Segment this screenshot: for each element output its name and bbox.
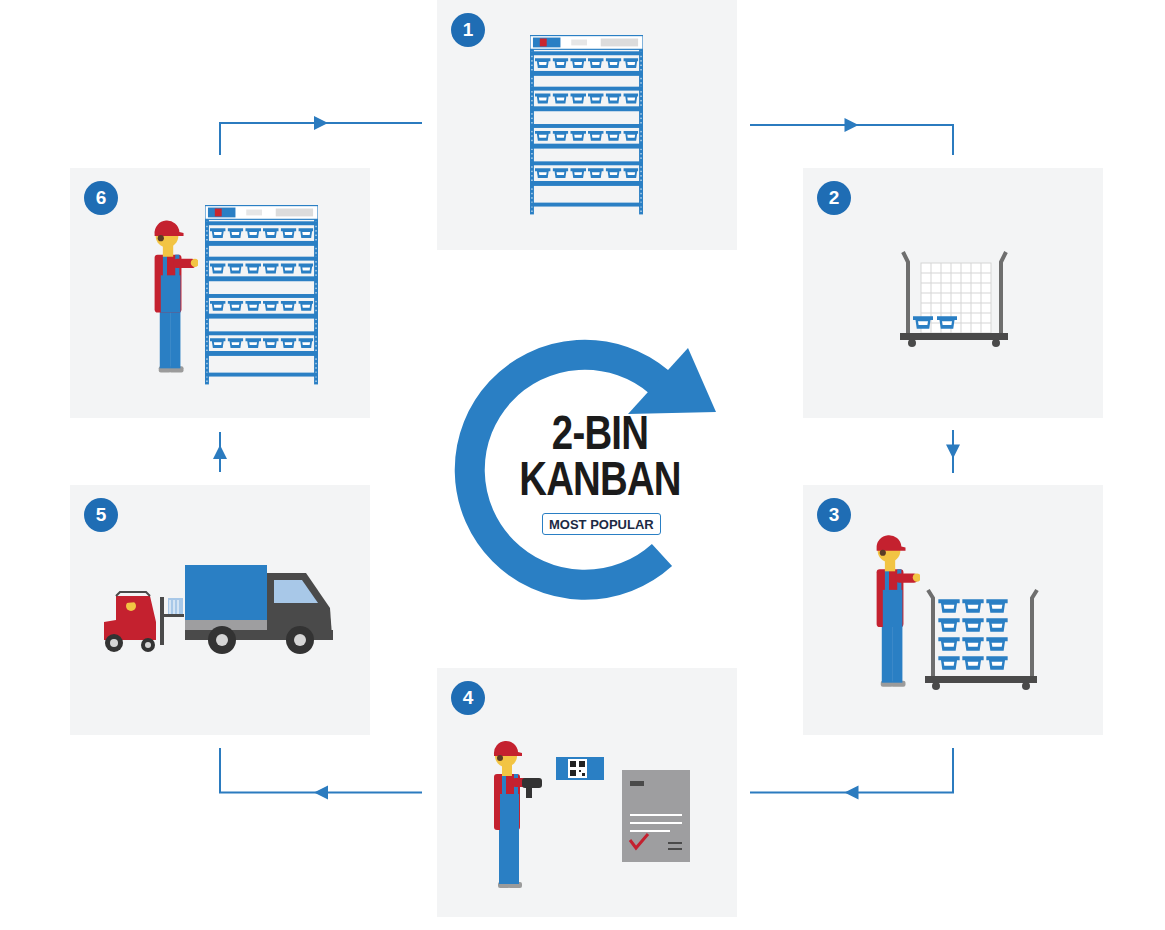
- flow-connector: [750, 748, 953, 800]
- callout-number: 1: [451, 13, 485, 47]
- arrow-head: [845, 786, 859, 800]
- step-panel: 2: [803, 168, 1103, 418]
- step-panel: 4: [437, 668, 737, 917]
- arrow-head: [946, 445, 960, 459]
- flow-connector: [946, 430, 960, 473]
- badge-text: MOST POPULAR: [549, 517, 654, 532]
- arrow-head: [845, 118, 859, 132]
- callout-number: 6: [84, 181, 118, 215]
- arrow-head: [213, 445, 227, 459]
- arrow-head: [314, 786, 328, 800]
- flow-connector: [213, 432, 227, 472]
- flow-connector: [220, 748, 422, 800]
- badge-box: MOST POPULAR: [542, 513, 661, 535]
- connector-line: [750, 748, 953, 793]
- connector-line: [750, 125, 953, 155]
- callout-number: 4: [451, 681, 485, 715]
- step-panel: 1: [437, 0, 737, 250]
- arrow-head: [314, 116, 328, 130]
- step-panel: 5: [70, 485, 370, 735]
- connector-line: [220, 748, 422, 793]
- callout-number: 2: [817, 181, 851, 215]
- callout-number: 5: [84, 498, 118, 532]
- step-panel: 3: [803, 485, 1103, 735]
- diagram-title: 2-BIN KANBAN: [512, 410, 688, 502]
- flow-connector: [750, 118, 953, 155]
- connector-line: [220, 123, 422, 155]
- step-panel: 6: [70, 168, 370, 418]
- flow-connector: [220, 116, 422, 155]
- callout-number: 3: [817, 498, 851, 532]
